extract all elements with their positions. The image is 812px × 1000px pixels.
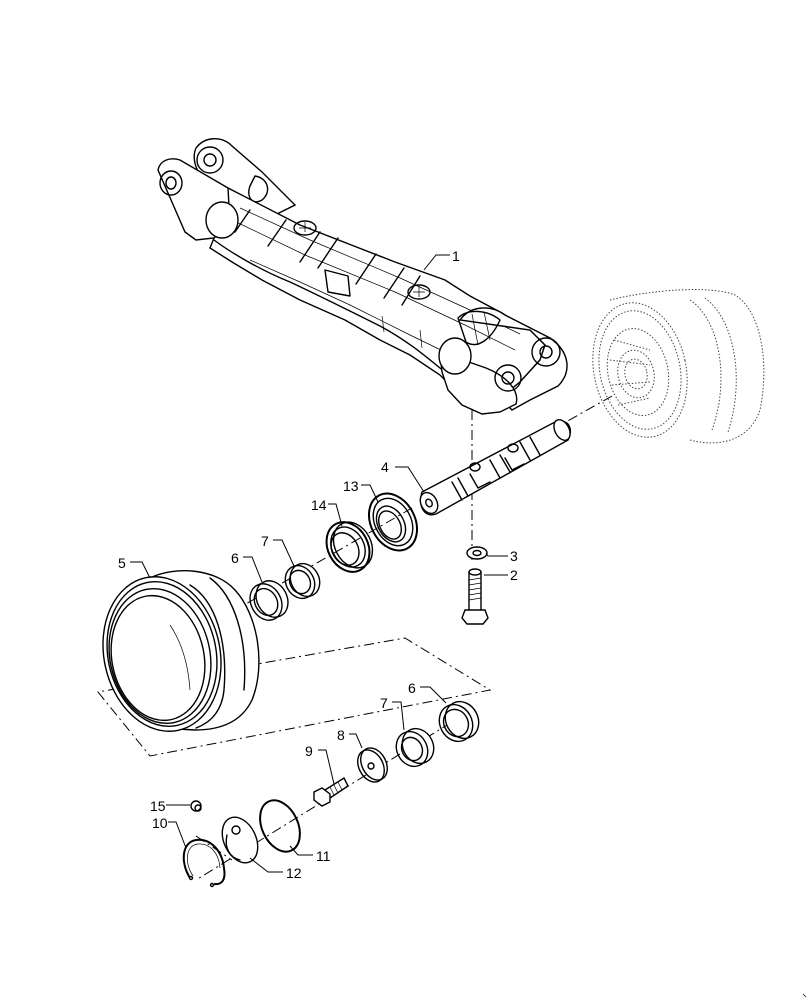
grease-fitting-15 [190, 800, 202, 812]
shaft [419, 419, 572, 516]
callout-8: 8 [337, 727, 345, 743]
axle-beam [157, 138, 568, 415]
callout-7-upper: 7 [261, 533, 269, 549]
callout-6-lower: 6 [408, 680, 416, 696]
bearing-cone-7-lower [395, 727, 435, 768]
cap-screw-9 [313, 776, 349, 807]
o-ring-11 [259, 799, 301, 853]
bolt-2 [461, 568, 489, 625]
wheel-assembled-ghost [592, 289, 765, 444]
callout-13: 13 [343, 478, 359, 494]
washer-3 [466, 546, 488, 560]
callout-1: 1 [452, 248, 460, 264]
callout-7-lower: 7 [380, 695, 388, 711]
bearing-cup-6-lower [438, 700, 480, 743]
callout-10: 10 [152, 815, 168, 831]
callout-5: 5 [118, 555, 126, 571]
corner-mark [802, 993, 807, 998]
callout-14: 14 [311, 497, 327, 513]
wheel [102, 570, 260, 732]
callout-15: 15 [150, 798, 166, 814]
callout-12: 12 [286, 865, 302, 881]
leader-lines [130, 254, 508, 873]
bearing-cone-7-upper [284, 562, 321, 600]
callout-11: 11 [316, 848, 331, 864]
callout-2: 2 [510, 567, 518, 583]
seal-13 [368, 492, 418, 552]
callout-4: 4 [381, 459, 389, 475]
callout-6-upper: 6 [231, 550, 239, 566]
bearing-cup-6-upper [249, 580, 289, 621]
callout-3: 3 [510, 548, 518, 564]
callout-9: 9 [305, 743, 313, 759]
retaining-washer-8 [357, 747, 388, 783]
snap-ring-10 [182, 838, 226, 888]
hub-cap-12 [221, 816, 259, 864]
